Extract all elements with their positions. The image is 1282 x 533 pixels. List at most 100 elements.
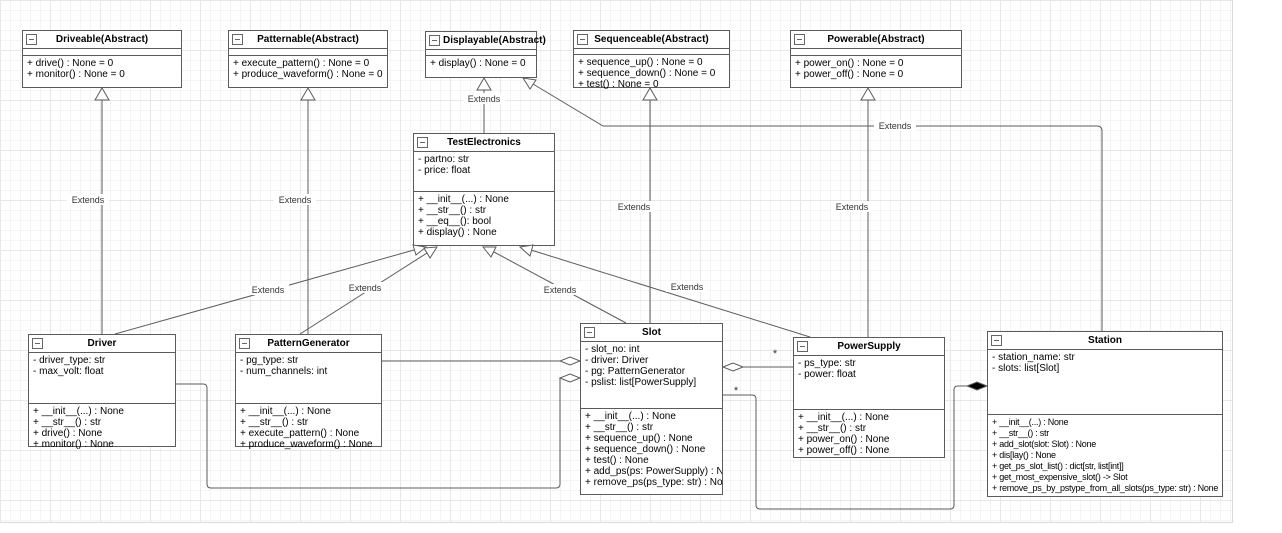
method: + remove_ps_by_pstype_from_all_slots(ps_…	[992, 483, 1219, 493]
class-powerable[interactable]: Powerable(Abstract) + power_on() : None …	[790, 30, 962, 88]
collapse-icon[interactable]	[26, 34, 37, 45]
attribute: - driver_type: str	[33, 355, 106, 366]
attributes-compartment: - pg_type: str - num_channels: int	[236, 353, 381, 404]
attribute: - station_name: str	[992, 352, 1075, 363]
method: + sequence_down() : None = 0	[578, 68, 716, 79]
class-name: Patternable(Abstract)	[257, 34, 359, 45]
method: + execute_pattern() : None = 0	[233, 58, 370, 69]
attribute: - max_volt: float	[33, 366, 104, 377]
class-name: TestElectronics	[447, 137, 521, 148]
edge-label[interactable]: Extends	[279, 195, 312, 205]
attribute: - price: float	[418, 165, 471, 176]
collapse-icon[interactable]	[794, 34, 805, 45]
class-name: Slot	[642, 327, 661, 338]
method: + __init__(...) : None	[240, 406, 331, 417]
attributes-compartment: - driver_type: str - max_volt: float	[29, 353, 175, 404]
edge-slot-aggregates-patterngenerator[interactable]	[382, 356, 582, 366]
attributes-compartment	[426, 50, 536, 56]
edge-label[interactable]: Extends	[544, 285, 577, 295]
collapse-icon[interactable]	[577, 34, 588, 45]
method: + monitor() : None	[33, 439, 114, 450]
methods-compartment: + __init__(...) : None + __str__() : str…	[581, 409, 722, 488]
collapse-icon[interactable]	[417, 137, 428, 148]
edge-testelectronics-extends-displayable[interactable]	[476, 77, 492, 133]
attributes-compartment	[229, 49, 387, 56]
methods-compartment: + sequence_up() : None = 0 + sequence_do…	[574, 55, 729, 90]
methods-compartment: + __init__(...) : None + __str__() : str…	[29, 404, 175, 450]
class-sequenceable[interactable]: Sequenceable(Abstract) + sequence_up() :…	[573, 30, 730, 90]
edge-powersupply-extends-powerable[interactable]	[860, 87, 876, 337]
class-name: PowerSupply	[837, 341, 901, 352]
edge-slot-aggregates-driver[interactable]	[176, 373, 582, 489]
edge-powersupply-extends-testelectronics[interactable]	[518, 244, 811, 338]
attribute: - num_channels: int	[240, 366, 328, 377]
class-title-bar: Displayable(Abstract)	[426, 32, 546, 50]
attribute: - partno: str	[418, 154, 470, 165]
edge-label[interactable]: Extends	[879, 121, 912, 131]
class-testelectronics[interactable]: TestElectronics - partno: str - price: f…	[413, 133, 555, 246]
method: + power_on() : None = 0	[795, 58, 904, 69]
collapse-icon[interactable]	[797, 341, 808, 352]
edge-slot-aggregates-powersupply[interactable]	[721, 362, 793, 372]
attributes-compartment: - slot_no: int - driver: Driver - pg: Pa…	[581, 342, 722, 409]
class-title-bar: Powerable(Abstract)	[791, 31, 961, 49]
edge-patterngenerator-extends-patternable[interactable]	[300, 87, 316, 334]
class-driver[interactable]: Driver - driver_type: str - max_volt: fl…	[28, 334, 176, 450]
class-title-bar: Driver	[29, 335, 175, 353]
edge-label[interactable]: Extends	[468, 94, 501, 104]
attribute: - pg: PatternGenerator	[585, 366, 686, 377]
method: + __init__(...) : None	[33, 406, 124, 417]
edge-patterngenerator-extends-testelectronics[interactable]	[299, 246, 438, 335]
class-driveable[interactable]: Driveable(Abstract) + drive() : None = 0…	[22, 30, 182, 88]
collapse-icon[interactable]	[991, 335, 1002, 346]
class-patterngenerator[interactable]: PatternGenerator - pg_type: str - num_ch…	[235, 334, 382, 450]
method: + remove_ps(ps_type: str) : None	[585, 477, 722, 488]
class-title-bar: Patternable(Abstract)	[229, 31, 387, 49]
method: + __eq__(): bool	[418, 216, 492, 227]
class-title-bar: PatternGenerator	[236, 335, 381, 353]
method: + test() : None = 0	[578, 79, 659, 90]
method: + __str__() : str	[585, 422, 654, 433]
method: + __str__() : str	[798, 423, 867, 434]
attribute: - slots: list[Slot]	[992, 363, 1060, 374]
class-name: Displayable(Abstract)	[443, 35, 546, 46]
class-powersupply[interactable]: PowerSupply - ps_type: str - power: floa…	[793, 337, 945, 458]
methods-compartment: + __init__(...) : None + __str__() : str…	[236, 404, 381, 450]
method: + dis[lay() : None	[992, 450, 1056, 460]
method: + power_on() : None	[798, 434, 890, 445]
edge-driver-extends-driveable[interactable]	[94, 87, 110, 334]
collapse-icon[interactable]	[32, 338, 43, 349]
collapse-icon[interactable]	[429, 35, 440, 46]
class-title-bar: TestElectronics	[414, 134, 554, 152]
edge-label[interactable]: Extends	[618, 202, 651, 212]
multiplicity-label[interactable]: *	[773, 348, 778, 360]
class-title-bar: PowerSupply	[794, 338, 944, 356]
class-displayable[interactable]: Displayable(Abstract) + display() : None…	[425, 31, 546, 78]
edge-label[interactable]: Extends	[252, 285, 285, 295]
attribute: - ps_type: str	[798, 358, 856, 369]
edge-label[interactable]: Extends	[349, 283, 382, 293]
edge-station-extends-displayable[interactable]	[521, 77, 1103, 331]
attributes-compartment	[23, 49, 181, 56]
method: + power_off() : None = 0	[795, 69, 904, 80]
method: + __str__() : str	[418, 205, 487, 216]
class-patternable[interactable]: Patternable(Abstract) + execute_pattern(…	[228, 30, 388, 88]
edge-station-composes-slot[interactable]	[723, 381, 989, 510]
method: + get_most_expensive_slot() -> Slot	[992, 472, 1128, 482]
collapse-icon[interactable]	[239, 338, 250, 349]
collapse-icon[interactable]	[584, 327, 595, 338]
multiplicity-label[interactable]: *	[734, 385, 739, 397]
class-slot[interactable]: Slot - slot_no: int - driver: Driver - p…	[580, 323, 723, 495]
attribute: - slot_no: int	[585, 344, 640, 355]
method: + __init__(...) : None	[992, 417, 1069, 427]
methods-compartment: + __init__(...) : None + __str__() : str…	[414, 192, 554, 238]
attributes-compartment: - partno: str - price: float	[414, 152, 554, 192]
class-name: Powerable(Abstract)	[827, 34, 925, 45]
edge-label[interactable]: Extends	[72, 195, 105, 205]
class-station[interactable]: Station - station_name: str - slots: lis…	[987, 331, 1223, 497]
edge-label[interactable]: Extends	[671, 282, 704, 292]
edge-label[interactable]: Extends	[836, 202, 869, 212]
class-title-bar: Sequenceable(Abstract)	[574, 31, 729, 49]
collapse-icon[interactable]	[232, 34, 243, 45]
methods-compartment: + __init__(...) : None + __str__() : str…	[794, 410, 944, 456]
